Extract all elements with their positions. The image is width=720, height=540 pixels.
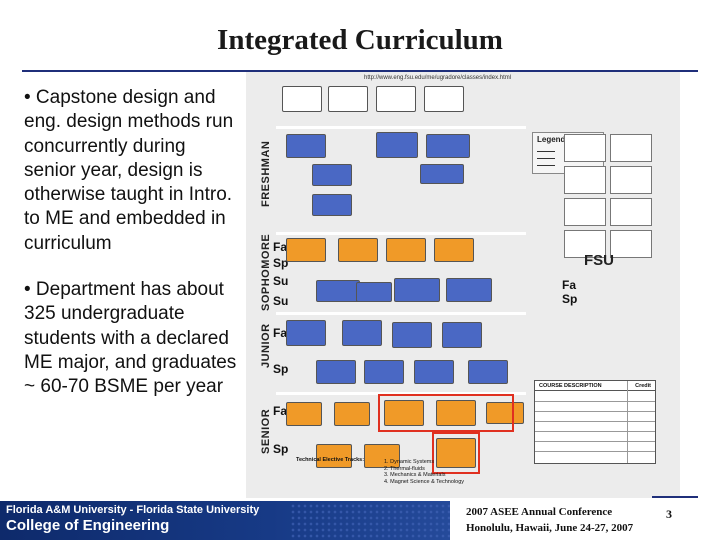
course-box — [394, 278, 440, 302]
table-row-divider — [535, 431, 655, 432]
course-box — [338, 238, 378, 262]
curriculum-flowchart-image: http://www.eng.fsu.edu/me/ugradore/class… — [246, 72, 680, 498]
year-label-sophomore: SOPHOMORE — [260, 233, 272, 311]
tech-track: 4. Magnet Science & Technology — [384, 478, 465, 485]
term-summer: Su — [273, 274, 289, 288]
term-spring: Sp — [562, 292, 578, 306]
conference-location: Honolulu, Hawaii, June 24-27, 2007 — [466, 522, 634, 534]
course-description-table: COURSE DESCRIPTION Credit — [534, 380, 656, 464]
grid-cell — [610, 198, 652, 226]
course-box — [328, 86, 368, 112]
course-box — [376, 86, 416, 112]
grid-cell — [564, 166, 606, 194]
course-box — [434, 238, 474, 262]
band-divider — [276, 392, 526, 395]
course-box — [316, 360, 356, 384]
term-spring: Sp — [273, 256, 289, 270]
band-divider — [276, 126, 526, 129]
grid-cell — [564, 198, 606, 226]
table-row-divider — [535, 421, 655, 422]
course-box — [286, 320, 326, 346]
grid-cell — [610, 230, 652, 258]
course-box — [286, 134, 326, 158]
tech-track: 3. Mechanics & Materials — [384, 472, 446, 478]
table-row-divider — [535, 401, 655, 402]
course-box — [316, 280, 360, 302]
table-row-divider — [535, 411, 655, 412]
figure-url: http://www.eng.fsu.edu/me/ugradore/class… — [364, 75, 512, 81]
course-box — [286, 402, 322, 426]
title-divider — [22, 70, 698, 72]
table-row-divider — [535, 441, 655, 442]
course-box — [426, 134, 470, 158]
course-box — [286, 238, 326, 262]
grid-cell — [610, 166, 652, 194]
year-label-junior: JUNIOR — [260, 323, 272, 369]
course-box — [424, 86, 464, 112]
course-box — [468, 360, 508, 384]
band-divider — [276, 312, 526, 315]
course-box — [356, 282, 392, 302]
course-box — [442, 322, 482, 348]
college-name: College of Engineering — [6, 517, 170, 534]
tech-track: 2. Thermal-fluids — [384, 465, 425, 472]
course-box — [316, 444, 352, 468]
conference-name: 2007 ASEE Annual Conference — [466, 506, 613, 518]
slide-title: Integrated Curriculum — [217, 24, 503, 56]
course-box — [312, 164, 352, 186]
bullet-department: • Department has about 325 undergraduate… — [24, 279, 237, 398]
course-box — [486, 402, 524, 424]
course-box — [282, 86, 322, 112]
course-box — [364, 360, 404, 384]
band-divider — [276, 232, 526, 235]
course-box — [384, 400, 424, 426]
term-spring: Sp — [273, 362, 289, 376]
term-spring: Sp — [273, 442, 289, 456]
course-box — [436, 400, 476, 426]
course-box — [446, 278, 492, 302]
footer-pattern — [290, 503, 450, 539]
course-box — [386, 238, 426, 262]
course-box — [420, 164, 464, 184]
course-box — [364, 444, 400, 468]
capstone-highlight — [378, 394, 514, 432]
course-box — [436, 438, 476, 468]
course-box — [392, 322, 432, 348]
tech-elective-list: 1. Dynamic Systems 2. Thermal-fluids 3. … — [384, 459, 464, 485]
fsu-logo-text: FSU — [584, 252, 614, 269]
capstone-highlight — [432, 432, 480, 474]
institution-name: Florida A&M University - Florida State U… — [6, 504, 260, 516]
term-summer: Su — [273, 294, 289, 308]
bullet-list: • Capstone design and eng. design method… — [24, 86, 238, 422]
course-box — [334, 402, 370, 426]
table-column-divider — [627, 381, 628, 463]
term-fall: Fa — [562, 278, 577, 292]
tech-elective-label: Technical Elective Tracks: — [296, 457, 365, 463]
page-number: 3 — [666, 507, 672, 521]
term-fall: Fa — [273, 326, 288, 340]
description-header: COURSE DESCRIPTION — [535, 381, 655, 391]
term-fall: Fa — [273, 404, 288, 418]
legend-line — [537, 165, 555, 166]
course-box — [312, 194, 352, 216]
credit-header: Credit — [635, 383, 651, 389]
bullet-capstone: • Capstone design and eng. design method… — [24, 87, 234, 254]
course-box — [342, 320, 382, 346]
grid-cell — [564, 134, 606, 162]
legend-line — [537, 151, 555, 152]
table-row-divider — [535, 451, 655, 452]
footer-divider — [652, 496, 698, 498]
course-box — [376, 132, 418, 158]
year-label-senior: SENIOR — [260, 408, 272, 454]
grid-cell — [610, 134, 652, 162]
year-label-freshman: FRESHMAN — [260, 140, 272, 208]
legend-title: Legend — [537, 135, 566, 144]
term-fall: Fa — [273, 240, 288, 254]
tech-track: 1. Dynamic Systems — [384, 459, 435, 465]
legend-line — [537, 158, 555, 159]
course-box — [414, 360, 454, 384]
grid-cell — [564, 230, 606, 258]
